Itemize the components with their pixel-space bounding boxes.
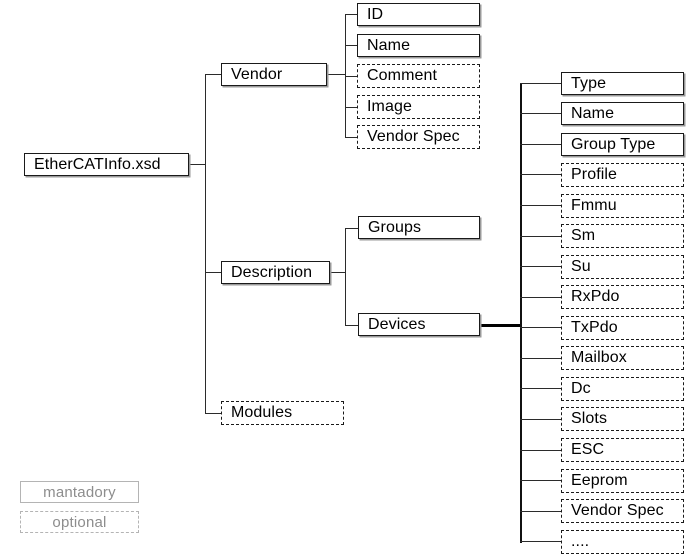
edge-vendor-to-name bbox=[345, 45, 358, 47]
edge-devices-spine bbox=[520, 83, 523, 543]
edge-vendor-to-image bbox=[345, 107, 358, 109]
node-device-name[interactable]: Name bbox=[561, 102, 684, 125]
node-label: Name bbox=[571, 104, 615, 122]
node-label: Comment bbox=[367, 67, 438, 84]
node-label: TxPdo bbox=[571, 319, 618, 336]
edge-devices-to-mailbox bbox=[520, 358, 561, 360]
node-device-eeprom[interactable]: Eeprom bbox=[561, 469, 684, 493]
edge-devices-to-esc bbox=[520, 450, 561, 452]
edge-devices-to-rxpdo bbox=[520, 297, 561, 299]
node-vendor-name[interactable]: Name bbox=[357, 34, 480, 57]
node-device-mailbox[interactable]: Mailbox bbox=[561, 346, 684, 370]
edge-devices-to-vendorspec bbox=[520, 511, 561, 513]
edge-devices-to-txpdo bbox=[520, 327, 561, 329]
legend-label: mantadory bbox=[43, 483, 116, 501]
node-label: Su bbox=[571, 258, 591, 275]
edge-devices-to-su bbox=[520, 266, 561, 268]
node-label: Mailbox bbox=[571, 349, 627, 366]
node-vendor-image[interactable]: Image bbox=[357, 95, 480, 119]
node-label: Name bbox=[367, 36, 411, 54]
node-device-profile[interactable]: Profile bbox=[561, 163, 684, 187]
node-vendor-comment[interactable]: Comment bbox=[357, 64, 480, 88]
node-label: EtherCATInfo.xsd bbox=[34, 155, 161, 173]
node-label: Fmmu bbox=[571, 197, 617, 214]
edge-root-to-vendor bbox=[205, 74, 222, 76]
edge-devices-to-name bbox=[520, 113, 561, 115]
edge-devices-to-type bbox=[520, 83, 561, 85]
node-device-su[interactable]: Su bbox=[561, 255, 684, 279]
node-modules[interactable]: Modules bbox=[221, 401, 344, 425]
node-label: Slots bbox=[571, 410, 608, 427]
edge-vendor-stub bbox=[327, 74, 346, 76]
node-root-ethercatinfo-xsd[interactable]: EtherCATInfo.xsd bbox=[24, 153, 189, 176]
edge-vendor-to-id bbox=[345, 14, 358, 16]
edge-description-to-devices bbox=[345, 325, 358, 327]
node-label: Type bbox=[571, 74, 607, 92]
node-device-group-type[interactable]: Group Type bbox=[561, 133, 684, 156]
edge-description-stub bbox=[330, 272, 346, 274]
node-device-ellipsis[interactable]: .... bbox=[561, 530, 684, 554]
edge-root-stub bbox=[189, 164, 206, 166]
node-label: ID bbox=[367, 5, 384, 23]
node-label: Modules bbox=[231, 404, 293, 421]
legend-label: optional bbox=[52, 513, 107, 531]
node-device-rxpdo[interactable]: RxPdo bbox=[561, 285, 684, 309]
edge-devices-stub bbox=[480, 324, 522, 327]
edge-devices-to-eeprom bbox=[520, 480, 561, 482]
edge-devices-to-dc bbox=[520, 388, 561, 390]
edge-devices-to-sm bbox=[520, 236, 561, 238]
edge-devices-to-profile bbox=[520, 174, 561, 176]
node-label: Eeprom bbox=[571, 472, 628, 489]
edge-description-spine bbox=[345, 228, 347, 326]
node-label: ESC bbox=[571, 441, 605, 458]
edge-root-spine bbox=[205, 74, 207, 414]
node-label: Vendor bbox=[231, 65, 283, 83]
node-label: Description bbox=[231, 263, 313, 281]
node-label: RxPdo bbox=[571, 288, 620, 305]
node-label: Sm bbox=[571, 227, 596, 244]
edge-devices-to-grouptype bbox=[520, 144, 561, 146]
legend-mandatory: mantadory bbox=[20, 481, 139, 503]
edge-devices-to-slots bbox=[520, 419, 561, 421]
node-device-slots[interactable]: Slots bbox=[561, 407, 684, 431]
edge-vendor-to-vendorspec bbox=[345, 137, 358, 139]
node-vendor-id[interactable]: ID bbox=[357, 3, 480, 26]
node-description[interactable]: Description bbox=[221, 261, 330, 284]
edge-root-to-modules bbox=[205, 413, 222, 415]
edge-devices-to-fmmu bbox=[520, 205, 561, 207]
node-device-txpdo[interactable]: TxPdo bbox=[561, 316, 684, 340]
node-groups[interactable]: Groups bbox=[358, 216, 480, 239]
node-label: Devices bbox=[368, 315, 426, 333]
legend-optional: optional bbox=[20, 511, 139, 533]
node-device-sm[interactable]: Sm bbox=[561, 224, 684, 248]
node-devices[interactable]: Devices bbox=[358, 313, 480, 336]
node-device-dc[interactable]: Dc bbox=[561, 377, 684, 401]
node-label: Profile bbox=[571, 166, 618, 183]
node-label: Groups bbox=[368, 218, 422, 236]
edge-description-to-groups bbox=[345, 228, 358, 230]
edge-vendor-to-comment bbox=[345, 76, 358, 78]
node-device-fmmu[interactable]: Fmmu bbox=[561, 194, 684, 218]
node-label: Vendor Spec bbox=[367, 128, 460, 145]
edge-root-to-description bbox=[205, 272, 222, 274]
node-label: Group Type bbox=[571, 135, 656, 153]
node-device-vendor-spec[interactable]: Vendor Spec bbox=[561, 499, 684, 523]
node-label: Vendor Spec bbox=[571, 502, 664, 519]
node-vendor-vendor-spec[interactable]: Vendor Spec bbox=[357, 125, 480, 149]
node-device-esc[interactable]: ESC bbox=[561, 438, 684, 462]
node-label: .... bbox=[571, 533, 590, 550]
edge-devices-to-ellipsis bbox=[520, 541, 561, 543]
node-label: Dc bbox=[571, 380, 591, 397]
node-vendor[interactable]: Vendor bbox=[221, 63, 327, 86]
node-device-type[interactable]: Type bbox=[561, 72, 684, 95]
node-label: Image bbox=[367, 98, 412, 115]
